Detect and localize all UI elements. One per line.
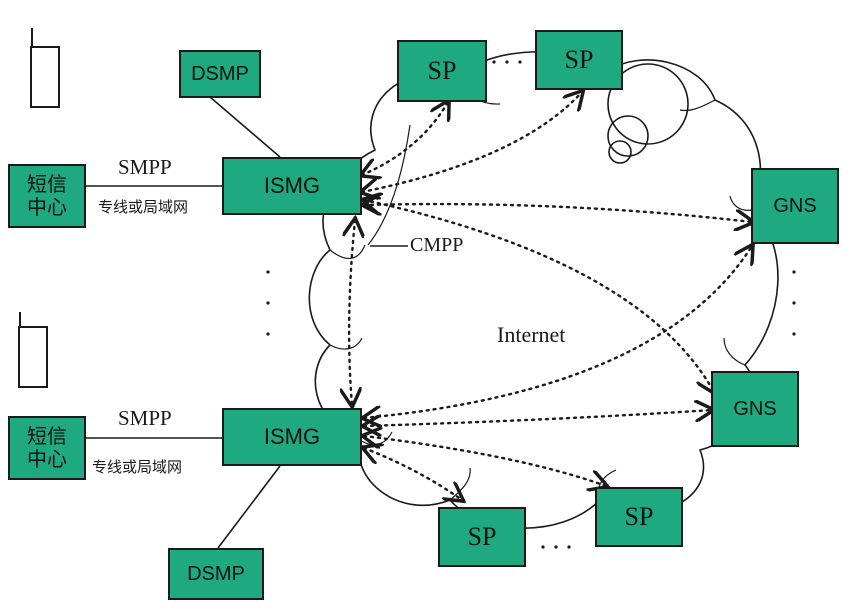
- dsmp-node-bottom: DSMP: [168, 548, 264, 600]
- sms-center-line2: 中心: [27, 195, 67, 219]
- dotted-ismg-bottom-sp-bl: [364, 448, 462, 500]
- sp-node-bottom-right: SP: [595, 487, 683, 547]
- ismg-label: ISMG: [263, 424, 321, 449]
- sp-node-top-left: SP: [397, 40, 487, 102]
- sms-center-line2: 中心: [27, 447, 67, 471]
- smpp-label-top: SMPP: [118, 155, 172, 179]
- dsmp-node-top: DSMP: [179, 50, 261, 98]
- sms-center-node-bottom: 短信 中心: [8, 416, 86, 480]
- sms-center-node-top: 短信 中心: [8, 164, 86, 228]
- link-type-label-top: 专线或局域网: [98, 198, 189, 216]
- cmpp-label: CMPP: [410, 234, 464, 256]
- gns-node-top: GNS: [751, 168, 839, 244]
- phone-antenna: [19, 312, 21, 328]
- dotted-ismg-top-sp-tl: [362, 102, 448, 175]
- link-dsmp-ismg-bottom: [217, 465, 281, 549]
- gns-node-bottom: GNS: [711, 371, 799, 447]
- sp-label: SP: [427, 56, 457, 85]
- link-dsmp-ismg-top: [209, 96, 281, 158]
- mobile-phone-icon: [30, 46, 60, 108]
- phone-antenna: [31, 28, 33, 48]
- sp-label: SP: [624, 502, 654, 531]
- dotted-ismg-top-gns-bottom: [364, 200, 714, 392]
- dotted-ismg-top-sp-tr: [362, 92, 582, 192]
- sp-node-top-right: SP: [535, 30, 623, 90]
- dsmp-label: DSMP: [187, 562, 245, 585]
- smpp-label-bottom: SMPP: [118, 406, 172, 430]
- gns-label: GNS: [773, 194, 817, 217]
- dsmp-label: DSMP: [191, 62, 249, 85]
- sp-node-bottom-left: SP: [438, 507, 526, 567]
- gns-label: GNS: [733, 397, 777, 420]
- dotted-ismg-top-gns-top: [364, 204, 752, 222]
- sms-center-line1: 短信: [27, 424, 67, 448]
- sp-label: SP: [564, 45, 594, 74]
- link-type-label-bottom: 专线或局域网: [92, 458, 183, 476]
- sp-label: SP: [467, 522, 497, 551]
- dotted-ismg-top-ismg-bottom: [349, 220, 355, 405]
- sms-center-line1: 短信: [27, 172, 67, 196]
- mobile-phone-icon: [18, 326, 48, 388]
- dotted-ismg-bottom-gns-bottom: [364, 410, 712, 426]
- dotted-ismg-bottom-sp-br: [364, 436, 606, 486]
- ismg-node-top: ISMG: [222, 157, 362, 215]
- ismg-node-bottom: ISMG: [222, 408, 362, 466]
- ismg-label: ISMG: [263, 173, 321, 198]
- internet-label: Internet: [497, 322, 566, 347]
